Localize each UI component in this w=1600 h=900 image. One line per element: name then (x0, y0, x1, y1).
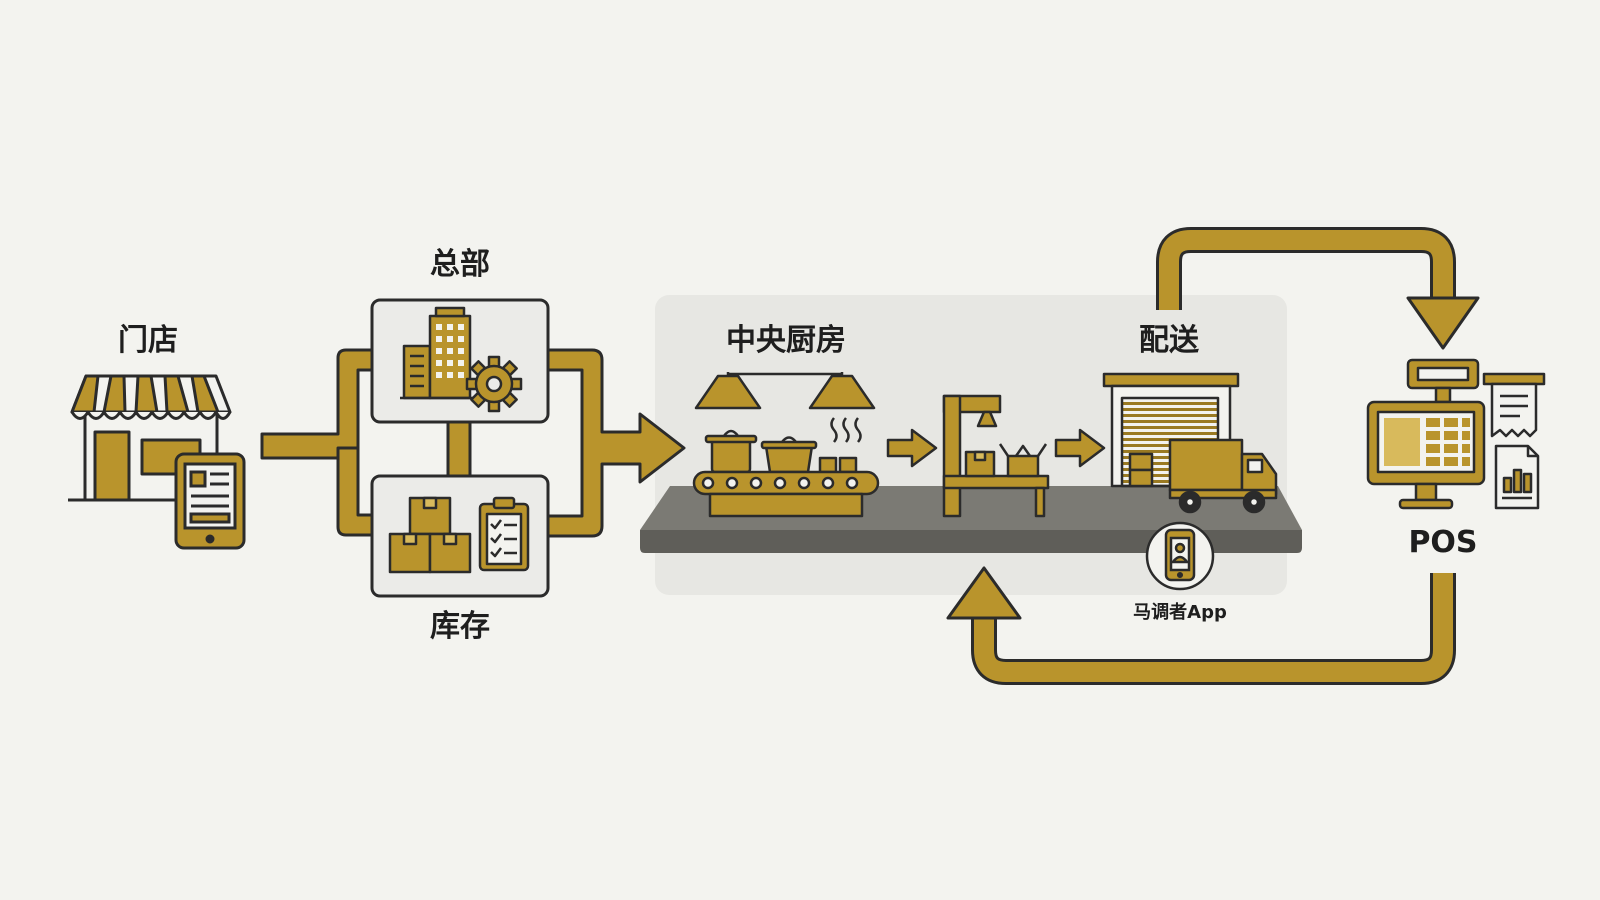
gear-icon (465, 355, 523, 413)
kitchen-conveyor-icon (692, 372, 880, 518)
arrow-store-to-hq (260, 348, 376, 460)
store-label: 门店 (118, 323, 178, 358)
production-floor-edge (640, 530, 1302, 553)
delivery-label: 配送 (1139, 323, 1199, 358)
arrow-packing-to-warehouse (1054, 428, 1106, 468)
pos-label: POS (1408, 525, 1478, 560)
packing-station-icon (942, 394, 1050, 518)
office-building-gear-icon (400, 306, 523, 413)
dispatcher-app-label: 马调者App (1133, 602, 1227, 623)
receipt-icon (1482, 372, 1546, 438)
report-chart-icon (1494, 444, 1540, 510)
tablet-icon (174, 452, 246, 550)
headquarters-label: 总部 (430, 247, 490, 282)
arrow-hq-inventory-to-kitchen (546, 348, 686, 538)
boxes-clipboard-icon (388, 496, 530, 574)
arrowhead-to-kitchen (946, 566, 1022, 620)
mobile-app-icon (1145, 521, 1215, 591)
arrow-kitchen-to-packing (886, 428, 938, 468)
arrow-branch-to-inventory (336, 446, 376, 537)
warehouse-truck-icon (1102, 372, 1278, 514)
central-kitchen-label: 中央厨房 (726, 323, 846, 358)
arrowhead-to-pos (1406, 296, 1480, 350)
inventory-label: 库存 (430, 609, 490, 644)
hq-inventory-connector (446, 418, 472, 480)
pos-terminal-icon (1366, 358, 1486, 510)
